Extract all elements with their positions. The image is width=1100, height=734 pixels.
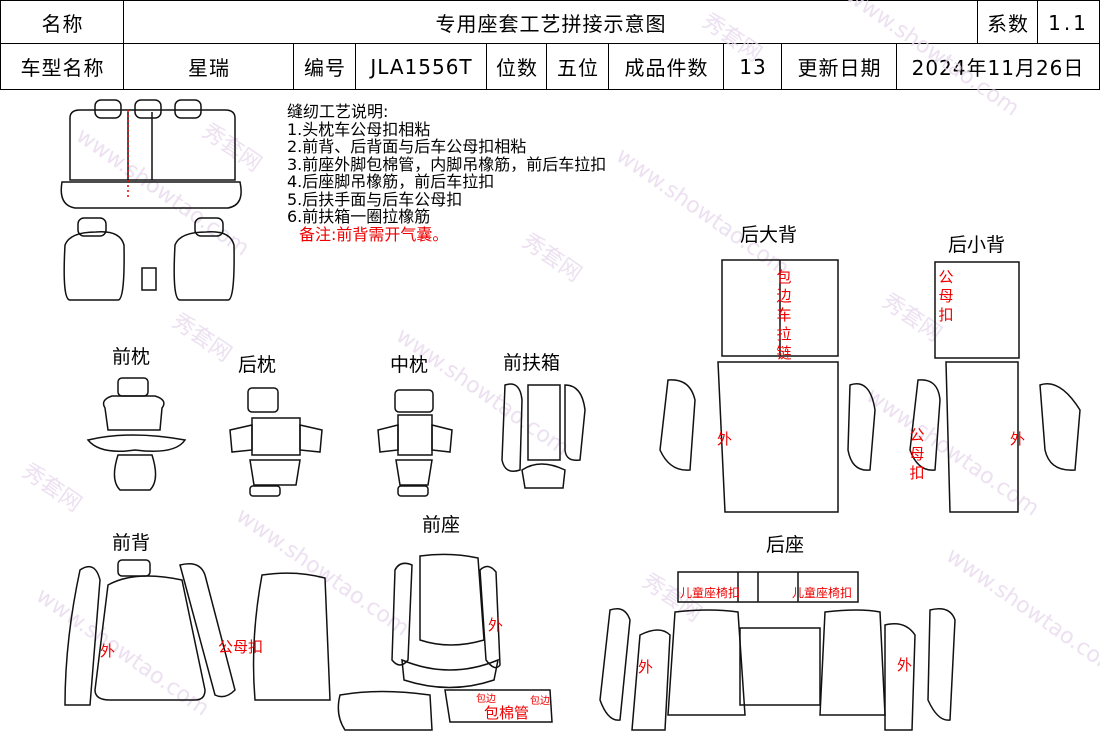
label-rear-seat: 后座	[766, 534, 805, 556]
rear-small-back-pattern	[909, 261, 1081, 513]
sewing-notes: 缝纫工艺说明: 1.头枕车公母扣相粘 2.前背、后背面与后车公母扣相粘 3.前座…	[287, 103, 606, 243]
note-edge-left: 包边	[476, 694, 496, 705]
rear-seat-pattern	[599, 571, 956, 731]
label-front-seat: 前座	[422, 514, 461, 536]
front-seat-pattern	[337, 553, 553, 731]
header-table: 名称 专用座套工艺拼接示意图 系数 1.1 车型名称 星瑞 编号 JLA1556…	[0, 0, 1100, 90]
label-front-headrest: 前枕	[112, 346, 151, 368]
coef-label: 系数	[977, 0, 1039, 45]
note-item: 3.前座外脚包棉管，内脚吊橡筋，前后车拉扣	[287, 154, 607, 174]
note-cotton-tube: 包棉管	[484, 704, 530, 722]
notes-remark: 备注:前背需开气囊。	[299, 224, 449, 244]
note-edge-right: 包边	[530, 696, 550, 707]
note-edge-zip: 包边车拉链	[776, 268, 792, 362]
code-value: JLA1556T	[355, 43, 488, 90]
label-rear-headrest: 后枕	[238, 354, 277, 376]
note-outer-big-back: 外	[717, 430, 733, 448]
note-item: 2.前背、后背面与后车公母扣相粘	[287, 137, 527, 156]
note-outer-front-back: 外	[100, 642, 116, 660]
date-value: 2024年11月26日	[896, 43, 1100, 90]
note-child-seat-left: 儿童座椅扣	[680, 586, 741, 600]
front-headrest-pattern	[86, 377, 187, 491]
label-rear-big-back: 后大背	[740, 224, 798, 246]
label-middle-headrest: 中枕	[390, 354, 429, 376]
label-front-back: 前背	[112, 532, 151, 554]
note-item: 4.后座脚吊橡筋，前后车拉扣	[287, 172, 495, 191]
rear-headrest-pattern	[229, 387, 323, 497]
note-outer-rear-right: 外	[897, 656, 913, 674]
date-label: 更新日期	[781, 43, 898, 90]
note-outer-small-back: 外	[1010, 430, 1026, 448]
note-item: 1.头枕车公母扣相粘	[287, 119, 431, 139]
rear-big-back-pattern	[659, 259, 876, 513]
notes-title: 缝纫工艺说明:	[287, 102, 389, 121]
label-rear-small-back: 后小背	[948, 234, 1006, 256]
note-snap-small-back-side: 公母扣	[909, 426, 925, 482]
label-front-armbox: 前扶箱	[503, 352, 561, 374]
note-item: 6.前扶箱一圈拉橡筋	[287, 207, 431, 226]
name-label: 名称	[0, 0, 125, 45]
note-outer-front-seat: 外	[488, 616, 504, 634]
seats-label: 位数	[486, 43, 548, 90]
note-outer-rear-left: 外	[638, 658, 654, 676]
note-child-seat-right: 儿童座椅扣	[792, 586, 853, 600]
note-snap-small-back: 公母扣	[938, 268, 954, 324]
seat-overview-icon	[60, 99, 242, 301]
code-label: 编号	[293, 43, 357, 90]
middle-headrest-pattern	[377, 389, 453, 497]
coef-value: 1.1	[1037, 0, 1100, 45]
front-back-pattern	[64, 559, 331, 706]
model-label: 车型名称	[0, 43, 125, 90]
front-armbox-pattern	[501, 383, 586, 489]
note-item: 5.后扶手面与后车公母扣	[287, 189, 463, 209]
seats-value: 五位	[546, 43, 610, 90]
model-value: 星瑞	[123, 43, 295, 90]
note-snap-front-back: 公母扣	[218, 638, 264, 656]
